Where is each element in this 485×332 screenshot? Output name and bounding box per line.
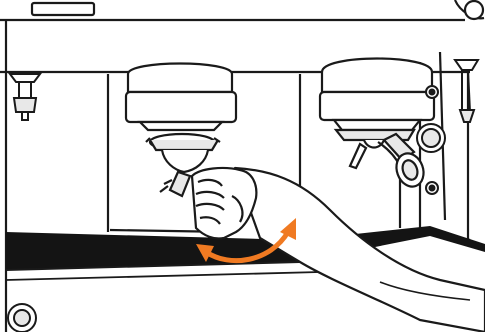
group-head-right: [320, 59, 434, 131]
bottom-left-knob: [8, 304, 36, 332]
steam-valve-left: [10, 74, 40, 120]
portafilter-right: [336, 130, 428, 190]
group-head-left: [126, 64, 236, 131]
